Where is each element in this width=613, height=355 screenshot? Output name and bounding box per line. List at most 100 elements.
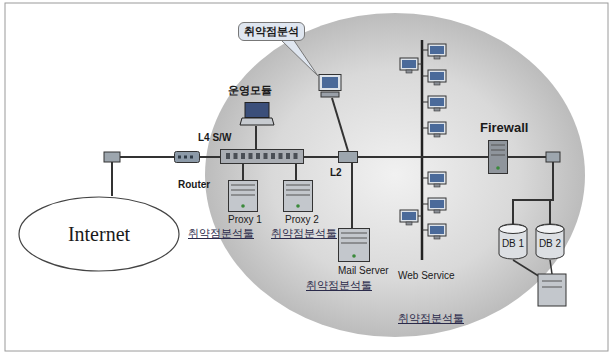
- hub-icon: [546, 152, 560, 162]
- tower-led: [241, 204, 245, 208]
- l2-switch-shape: [338, 151, 358, 163]
- switch-port: [241, 153, 245, 159]
- monitor-stand: [434, 210, 440, 213]
- hub-body: [339, 152, 358, 163]
- server-slot: [542, 287, 562, 288]
- tool-label: 취약점분석툴: [306, 279, 372, 292]
- db-link-line: [550, 260, 552, 274]
- database: DB 2: [535, 224, 565, 260]
- monitor-stand: [434, 236, 440, 239]
- internet-ellipse: [19, 197, 179, 271]
- tool-label: 취약점분석툴: [271, 227, 337, 240]
- monitor-screen: [402, 212, 416, 220]
- backbone-stub: [398, 156, 454, 158]
- switch-body: [221, 150, 304, 164]
- monitor-screen: [430, 46, 444, 54]
- bus-line: [421, 40, 424, 260]
- router-light: [178, 156, 181, 159]
- device-label: DB 1: [498, 238, 528, 250]
- device-label: Internet: [68, 222, 130, 246]
- backup-server: [538, 274, 566, 306]
- switch-icon: [221, 150, 304, 164]
- monitor-body: [428, 172, 446, 184]
- device-label: 운영모듈: [228, 84, 272, 97]
- tower-body: [229, 181, 258, 212]
- tower-body: [339, 229, 370, 262]
- monitor-stand: [406, 70, 412, 73]
- proxy-server-shape: [228, 180, 258, 212]
- device-label: L2: [330, 167, 342, 179]
- tower-led: [496, 166, 500, 170]
- monitor-body: [428, 96, 446, 108]
- tower-slot: [491, 150, 505, 151]
- internet-cloud: Internet: [18, 196, 180, 272]
- monitor-screen: [430, 124, 444, 132]
- callout-tail: [280, 39, 318, 76]
- tower-body: [489, 141, 508, 174]
- tower-slot: [491, 145, 505, 146]
- network-link: [508, 157, 553, 224]
- console-laptop-shape: [240, 102, 274, 126]
- network-link: [304, 156, 338, 158]
- drop-line: [418, 64, 422, 65]
- l4-switch-shape: [220, 149, 304, 164]
- device-label: Proxy 1: [228, 214, 262, 226]
- server-body: [538, 274, 566, 306]
- network-link: [454, 156, 488, 158]
- drop-line: [422, 76, 428, 77]
- router-light: [190, 156, 193, 159]
- monitor-body: [428, 224, 446, 236]
- laptop-base: [240, 118, 274, 125]
- tower-slot: [341, 238, 367, 239]
- tower-slot: [491, 155, 505, 156]
- firewall-icon-shape: [488, 140, 508, 174]
- monitor-body: [428, 198, 446, 210]
- tower-body: [284, 181, 313, 212]
- network-link: [200, 156, 220, 158]
- monitor-body: [400, 58, 418, 70]
- laptop-screen: [245, 103, 269, 118]
- internal-zone: [205, 13, 585, 337]
- db-icon: [499, 224, 527, 259]
- router-light: [184, 156, 187, 159]
- server-icon: [229, 181, 258, 212]
- device-label: Firewall: [480, 120, 528, 136]
- monitor-screen: [430, 98, 444, 106]
- cylinder-body: [499, 224, 527, 259]
- drop-line: [422, 102, 428, 103]
- drop-line: [418, 216, 422, 217]
- device-label: DB 2: [535, 238, 565, 250]
- switch-port: [256, 153, 260, 159]
- tower-led: [296, 204, 300, 208]
- db-icon: [536, 224, 564, 259]
- tower-slot: [341, 233, 367, 234]
- server-icon: [284, 181, 313, 212]
- network-link: [332, 98, 348, 151]
- hub-icon: [339, 152, 358, 163]
- drop-line: [422, 128, 428, 129]
- monitor-stand: [406, 222, 412, 225]
- monitor-screen: [402, 60, 416, 68]
- terminal-base: [321, 92, 339, 97]
- tower-led: [352, 254, 356, 258]
- router-body: [175, 152, 200, 163]
- monitor-screen: [430, 174, 444, 182]
- web-service-bus-shape: [398, 38, 454, 266]
- proxy-server-shape: [283, 180, 313, 212]
- terminal-glass: [322, 77, 338, 88]
- web-service-bus: Web Service: [398, 38, 454, 266]
- firewall-icon: Firewall: [488, 140, 508, 174]
- network-link: [295, 164, 297, 180]
- tower-slot: [231, 195, 255, 196]
- database: DB 1: [498, 224, 528, 260]
- device-label: Router: [178, 179, 210, 191]
- switch-port: [226, 153, 230, 159]
- switch-port: [279, 153, 283, 159]
- monitor-body: [400, 210, 418, 222]
- laptop-icon: [240, 103, 274, 126]
- network-link: [112, 157, 174, 196]
- monitor-screen: [430, 200, 444, 208]
